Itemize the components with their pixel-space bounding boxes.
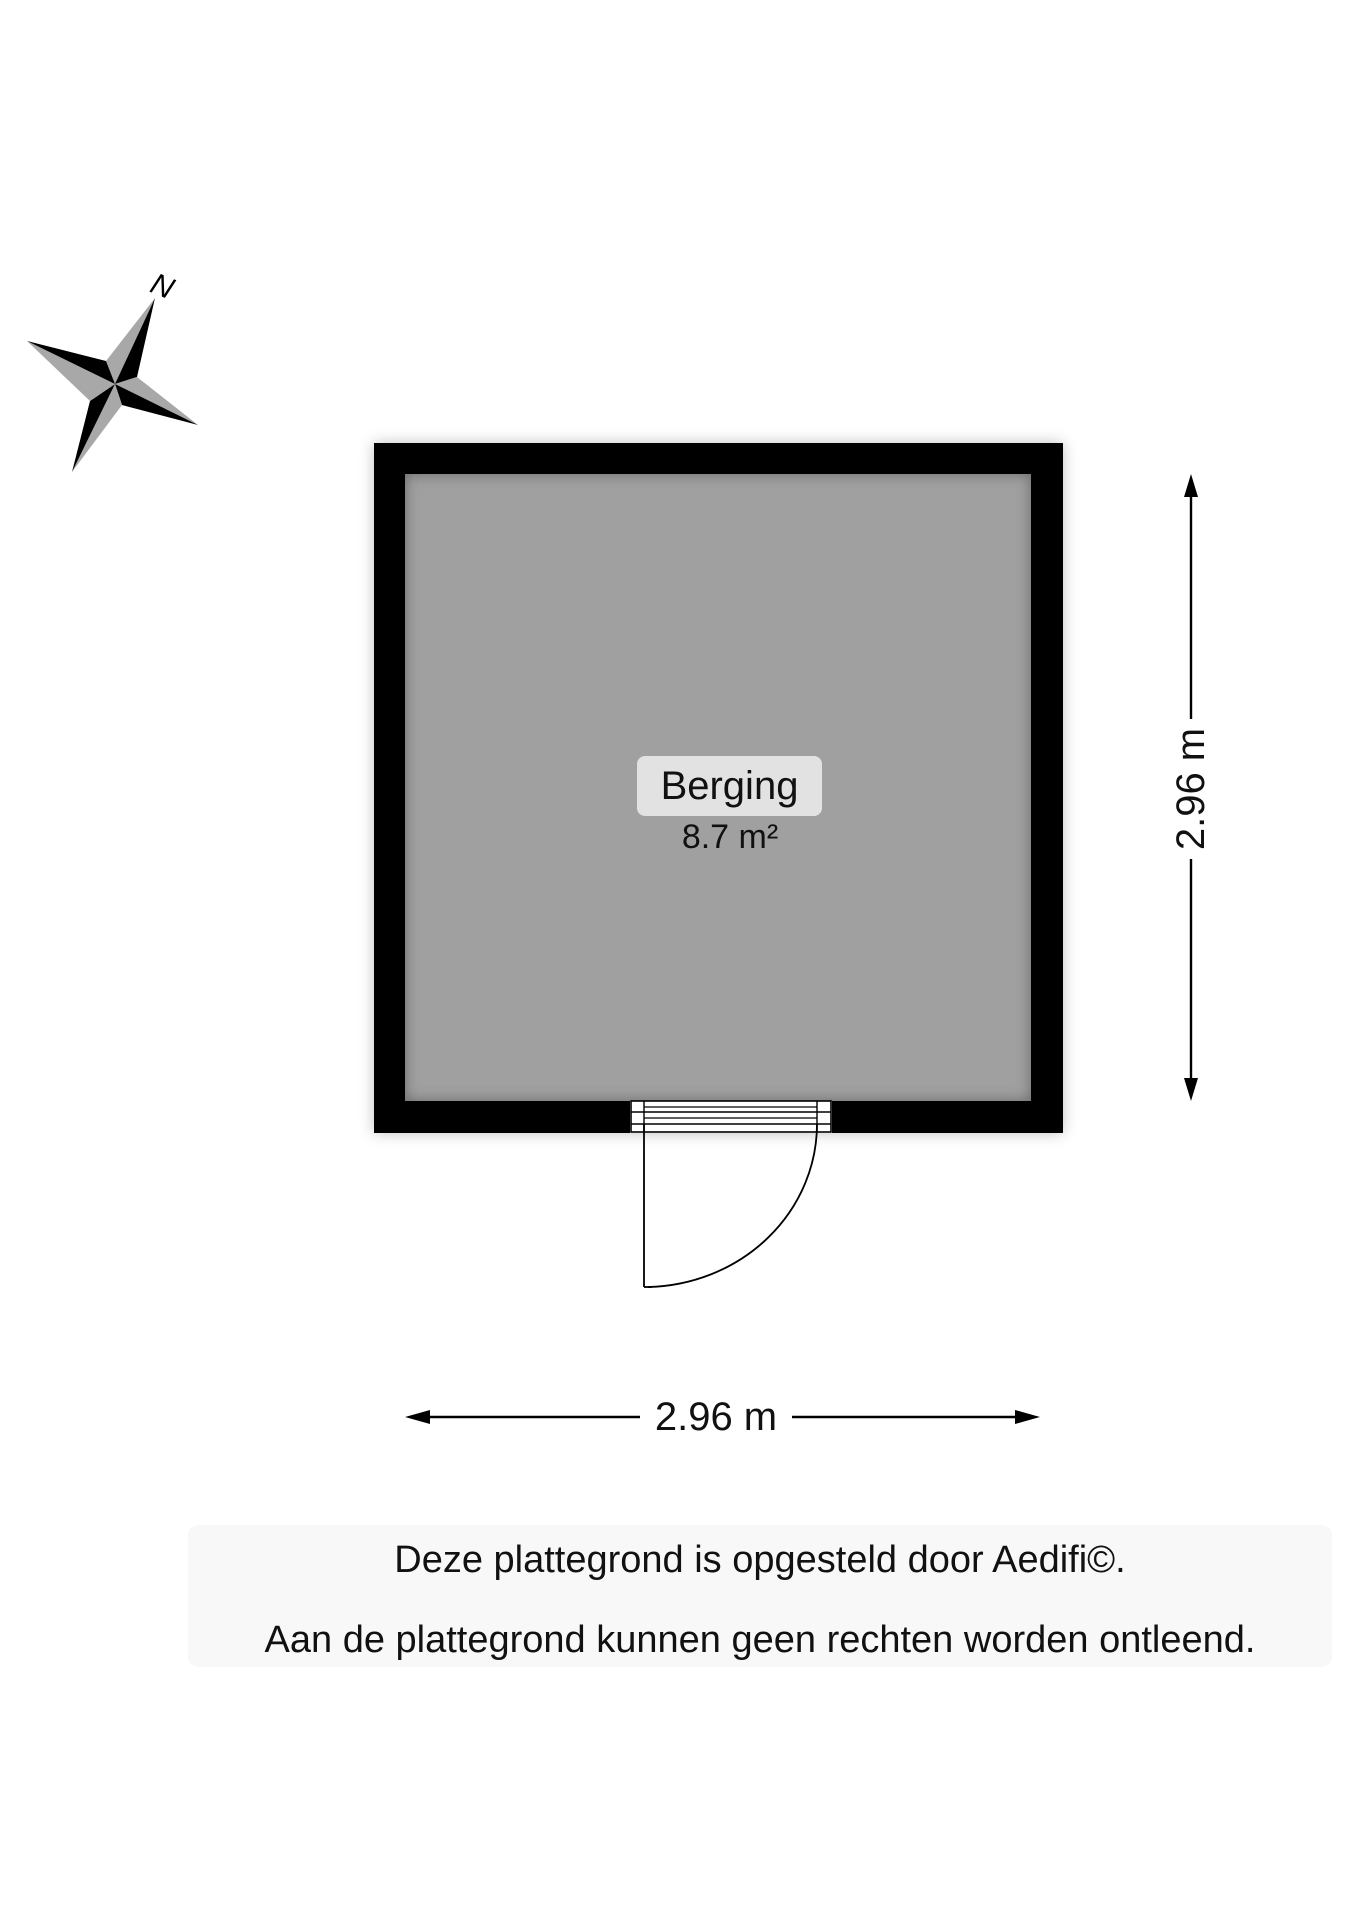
compass-rose-icon: N	[27, 267, 198, 472]
height-dimension-label: 2.96 m	[1168, 719, 1214, 859]
room-name-label: Berging	[637, 756, 822, 816]
width-dimension-label: 2.96 m	[640, 1394, 792, 1440]
room-area-label: 8.7 m²	[681, 818, 779, 856]
room-name: Berging	[660, 763, 799, 808]
swing-door-icon	[630, 1100, 832, 1288]
disclaimer-rights: Aan de plattegrond kunnen geen rechten w…	[264, 1619, 1256, 1661]
compass-north-label: N	[146, 267, 179, 306]
disclaimer-credit: Deze plattegrond is opgesteld door Aedif…	[394, 1539, 1126, 1581]
disclaimer-box: Deze plattegrond is opgesteld door Aedif…	[188, 1525, 1332, 1667]
